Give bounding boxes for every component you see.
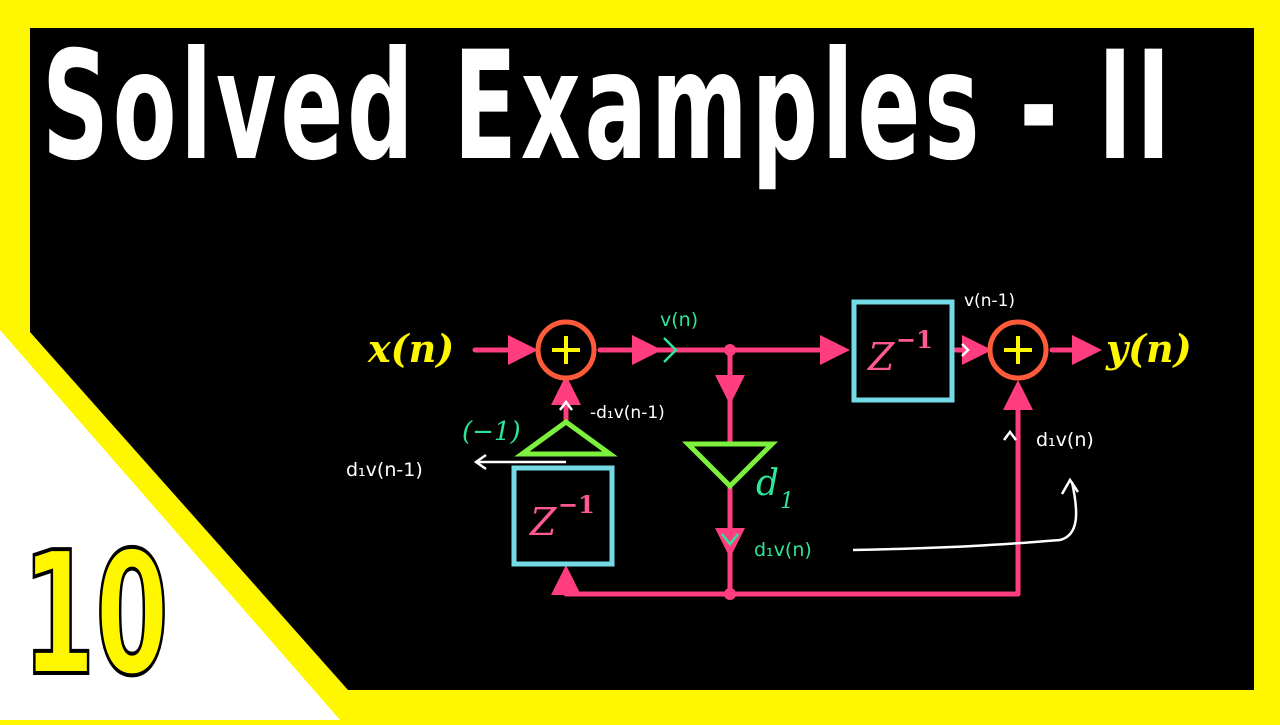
multiplier-neg1 [514,418,618,457]
multiplier-d1-label: d [756,463,779,504]
annot-d1-vn-bottom: d₁v(n) [754,539,812,561]
adder-right [987,319,1049,381]
annot-vn-1: v(n-1) [964,291,1015,311]
multiplier-neg1-label: (−1) [462,417,521,447]
multiplier-d1-sub: 1 [780,489,794,514]
delay-top-base: Z [867,335,895,379]
delay-left-base: Z [529,500,557,544]
annotation-up-arrow [559,399,573,411]
bottom-node [724,588,736,600]
annot-vn: v(n) [660,309,698,331]
delay-box-left [511,465,615,567]
annotation-arrow-curve [852,481,1078,552]
branch-node [724,344,736,356]
input-label: x(n) [367,326,454,371]
annot-d1-vn-right: d₁v(n) [1036,429,1094,451]
delay-left-exp: −1 [558,490,595,519]
page-title: Solved Examples - II [42,20,1175,194]
episode-number: 10 [21,516,170,714]
corner-white-area [0,330,340,720]
multiplier-d1 [681,441,779,490]
output-label: y(n) [1105,326,1192,371]
annot-neg-d1-vn-1: -d₁v(n-1) [590,403,665,423]
annot-d1-vn-1: d₁v(n-1) [346,459,423,481]
delay-top-exp: −1 [896,325,933,354]
adder-left [535,319,597,381]
delay-box-top [851,299,955,403]
